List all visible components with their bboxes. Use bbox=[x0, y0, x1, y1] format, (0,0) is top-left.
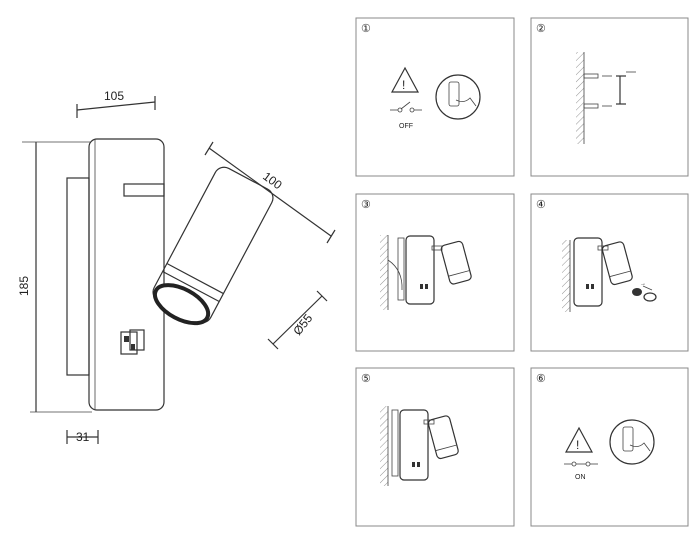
bulb-insert-icon: → bbox=[632, 281, 657, 302]
width-label: 105 bbox=[104, 89, 124, 103]
step-number: ② bbox=[536, 23, 546, 35]
on-label: ON bbox=[575, 474, 586, 481]
spotlight-cylinder bbox=[440, 240, 472, 285]
lamp-main-drawing: 105 100 185 Ø55 31 bbox=[17, 89, 336, 444]
lamp-plate bbox=[405, 235, 435, 305]
off-label: OFF bbox=[399, 123, 413, 130]
switch-press-icon bbox=[609, 419, 655, 465]
diameter-label: Ø55 bbox=[290, 311, 315, 338]
screw-anchor-icon bbox=[583, 71, 636, 109]
step-number: ⑥ bbox=[536, 373, 546, 385]
step-number: ① bbox=[361, 23, 371, 35]
step-panel-5: ⑤ bbox=[355, 367, 515, 527]
lamp-plate bbox=[399, 409, 429, 481]
depth-label: 31 bbox=[76, 430, 90, 444]
switch-on-icon bbox=[564, 461, 598, 467]
warning-triangle-icon: ! bbox=[390, 66, 420, 93]
back-plate bbox=[88, 138, 165, 411]
dimension-depth: 31 bbox=[66, 430, 99, 444]
step-panel-4: ④ → bbox=[530, 193, 689, 352]
wall-section bbox=[576, 52, 584, 144]
wall-section bbox=[380, 235, 388, 310]
wall-section bbox=[380, 406, 388, 486]
switch-pair bbox=[120, 329, 145, 355]
step-panel-2: ② bbox=[530, 17, 689, 177]
svg-text:!: ! bbox=[576, 438, 579, 452]
switch-off-icon bbox=[390, 101, 422, 113]
wall-section bbox=[562, 240, 570, 312]
length-label: 100 bbox=[260, 169, 285, 192]
switch-press-icon bbox=[435, 74, 481, 120]
step-number: ④ bbox=[536, 199, 546, 211]
svg-text:!: ! bbox=[402, 78, 405, 92]
spotlight-cylinder bbox=[601, 241, 633, 286]
dimension-length: 100 bbox=[204, 141, 336, 244]
step-panel-6: ⑥ ! ON bbox=[530, 367, 689, 527]
step-panel-1: ① ! OFF bbox=[355, 17, 515, 177]
step-panel-3: ③ bbox=[355, 193, 515, 352]
step-number: ③ bbox=[361, 199, 371, 211]
mount-plate bbox=[66, 177, 90, 376]
lamp-plate bbox=[573, 237, 603, 307]
svg-text:→: → bbox=[640, 281, 646, 287]
lamp-arm bbox=[123, 183, 165, 197]
dimension-width: 105 bbox=[76, 89, 156, 118]
step-number: ⑤ bbox=[361, 373, 371, 385]
dimension-height: 185 bbox=[17, 141, 92, 413]
spotlight-cylinder bbox=[152, 166, 274, 326]
warning-triangle-icon: ! bbox=[564, 426, 594, 453]
dimension-diameter: Ø55 bbox=[267, 290, 328, 350]
spotlight-cylinder bbox=[427, 415, 459, 460]
height-label: 185 bbox=[17, 276, 31, 296]
